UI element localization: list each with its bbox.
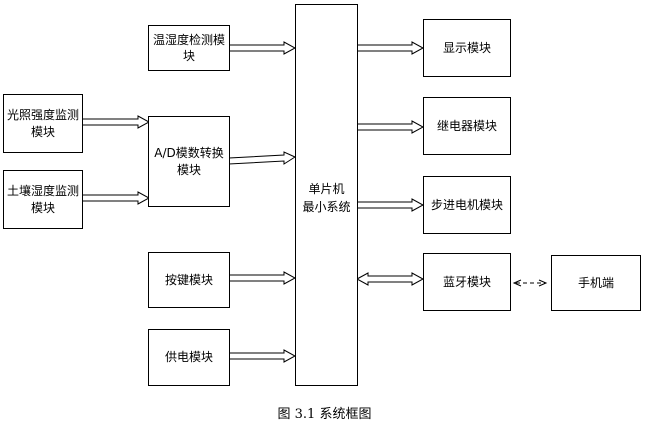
temp-humidity-module: 温湿度检测模块 — [148, 25, 230, 71]
adc-module: A/D模数转换模块 — [148, 116, 230, 207]
temp-humidity-label: 温湿度检测模块 — [152, 32, 225, 63]
relay-module: 继电器模块 — [423, 97, 511, 155]
adc-label: A/D模数转换模块 — [154, 146, 224, 177]
power-module: 供电模块 — [148, 329, 230, 386]
arrow-mcu-to-stepper — [356, 198, 425, 212]
bluetooth-module: 蓝牙模块 — [423, 253, 511, 311]
light-intensity-label: 光照强度监测模块 — [6, 108, 79, 139]
mcu-label-line1: 单片机 — [308, 182, 345, 196]
arrow-keys-to-mcu — [228, 271, 297, 285]
mcu-minimum-system: 单片机 最小系统 — [295, 4, 358, 386]
keys-label: 按键模块 — [164, 272, 213, 287]
soil-moisture-label: 土壤湿度监测模块 — [6, 184, 79, 215]
figure-caption: 图 3.1 系统框图 — [277, 407, 372, 422]
stepper-motor-module: 步进电机模块 — [423, 176, 511, 234]
arrow-power-to-mcu — [228, 349, 297, 363]
display-label: 显示模块 — [442, 40, 491, 55]
arrow-soil-to-adc — [81, 191, 151, 205]
phone-label: 手机端 — [577, 275, 614, 290]
soil-moisture-module: 土壤湿度监测模块 — [3, 170, 83, 229]
mcu-label-line2: 最小系统 — [302, 200, 351, 214]
keys-module: 按键模块 — [148, 252, 230, 308]
arrow-adc-to-mcu — [228, 151, 297, 165]
arrow-light-to-adc — [81, 115, 151, 129]
power-label: 供电模块 — [164, 350, 213, 365]
arrow-mcu-to-relay — [356, 120, 425, 134]
arrow-temp-to-mcu — [227, 41, 297, 55]
phone-terminal: 手机端 — [551, 255, 641, 311]
bluetooth-label: 蓝牙模块 — [442, 274, 491, 289]
arrow-mcu-to-display — [356, 41, 425, 55]
dashed-arrow-bluetooth-phone — [512, 279, 548, 287]
light-intensity-module: 光照强度监测模块 — [3, 94, 83, 153]
stepper-motor-label: 步进电机模块 — [430, 197, 503, 212]
arrow-mcu-bluetooth-bidirectional — [355, 272, 425, 286]
display-module: 显示模块 — [423, 19, 511, 77]
relay-label: 继电器模块 — [436, 118, 497, 133]
mcu-label: 单片机 最小系统 — [296, 180, 357, 216]
